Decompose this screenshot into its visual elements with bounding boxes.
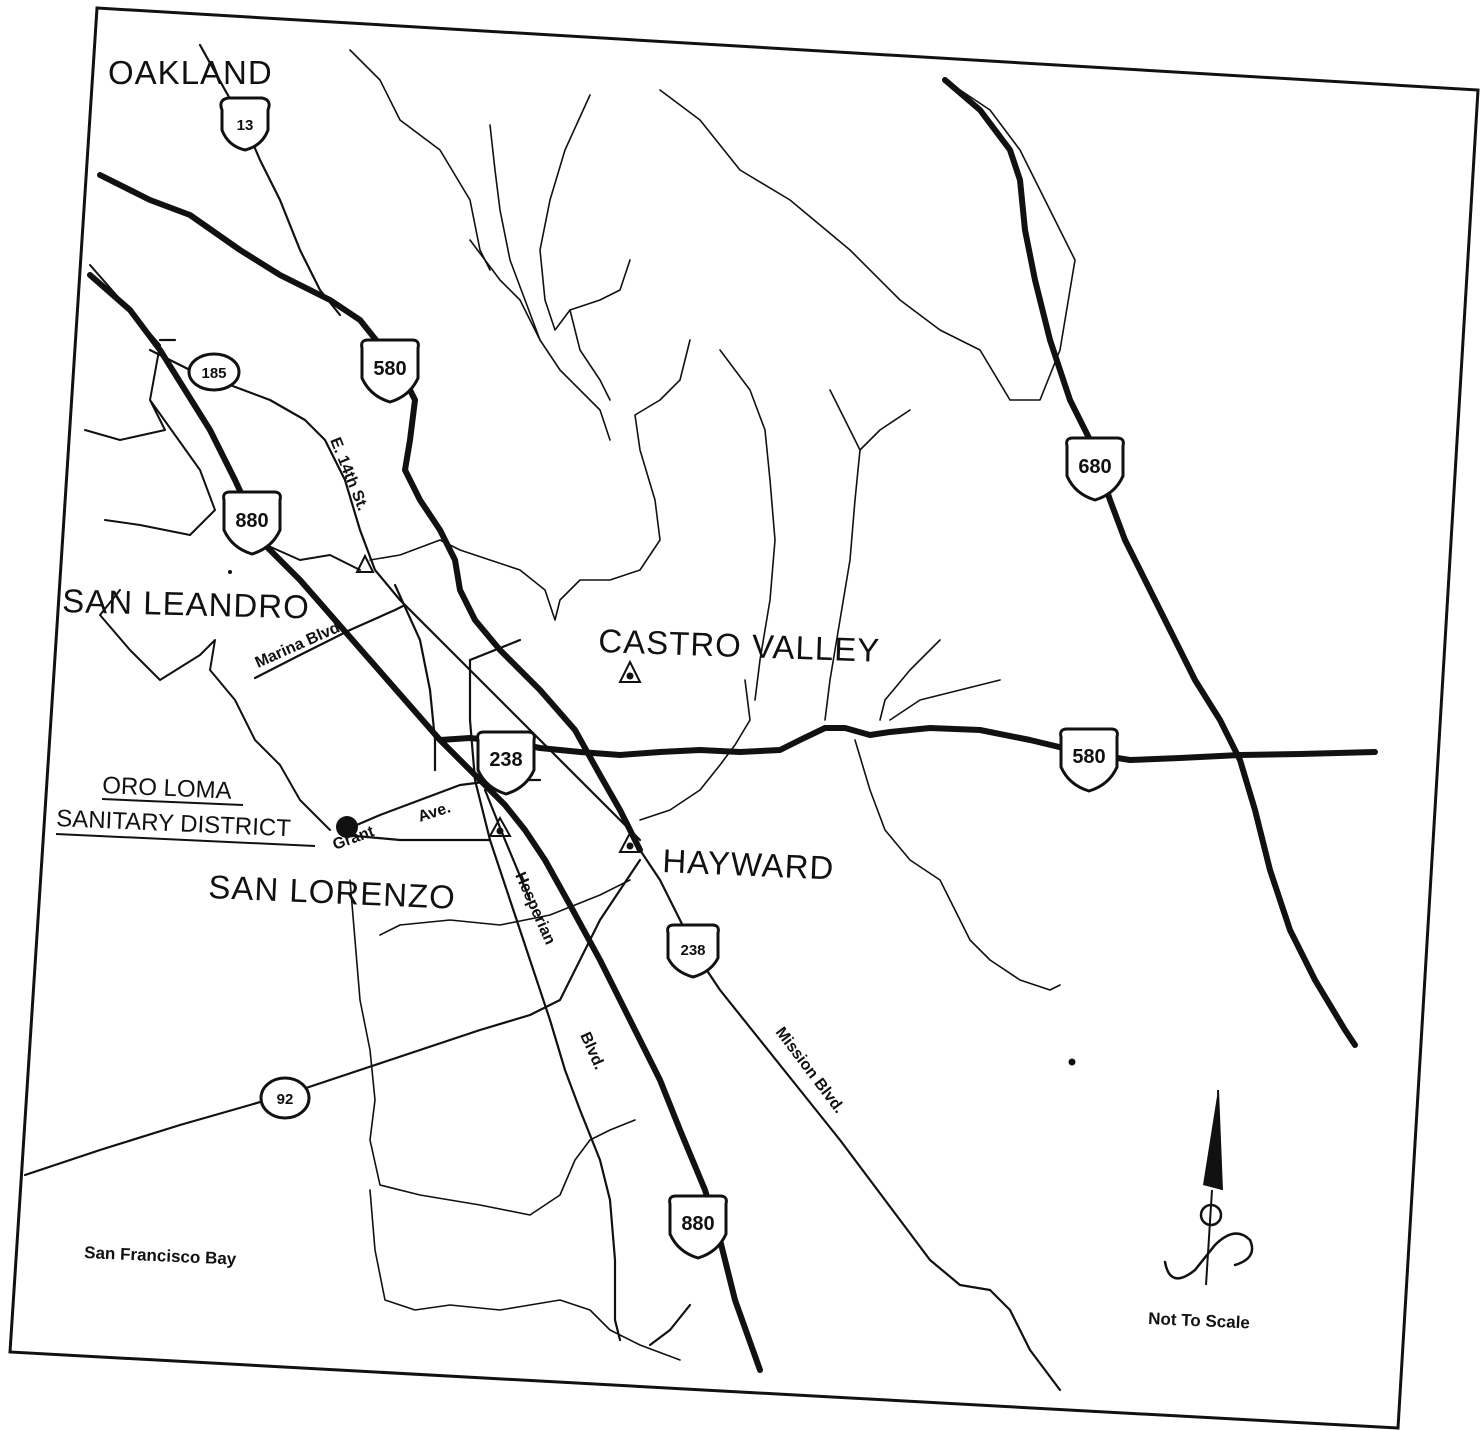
label-san-lorenzo: SAN LORENZO [208, 868, 457, 916]
triangle-marker-hayward [618, 830, 642, 853]
triangle-marker-e14th [355, 553, 375, 573]
label-hesperian: Hesperian [511, 870, 558, 948]
label-sanitary-district: SANITARY DISTRICT [56, 805, 292, 842]
svg-text:680: 680 [1078, 456, 1111, 478]
creek-lower-1 [349, 879, 636, 1216]
label-oakland: OAKLAND [108, 54, 273, 91]
creek-east-1 [879, 639, 1001, 721]
label-hesperian-blvd: Blvd. [576, 1030, 607, 1073]
creek-hayward-channel [379, 879, 631, 936]
creek-upper-5 [489, 124, 541, 341]
shield-13: 13 [219, 96, 271, 152]
svg-text:238: 238 [680, 942, 705, 959]
triangle-marker-castro-valley [618, 659, 642, 683]
shield-880-north: 880 [222, 490, 282, 556]
creek-lower-2 [369, 1189, 681, 1361]
road-marina-blvd [253, 603, 407, 680]
svg-text:185: 185 [201, 365, 226, 382]
svg-text:238: 238 [489, 749, 522, 771]
road-grant-south [343, 833, 492, 842]
freeway-580-north [97, 172, 643, 853]
label-marina-blvd: Marina Blvd. [253, 617, 347, 671]
road-hesperian [468, 658, 622, 1342]
shield-92: 92 [259, 1076, 311, 1120]
svg-text:580: 580 [1072, 746, 1105, 768]
label-san-francisco-bay: San Francisco Bay [84, 1243, 237, 1269]
svg-text:880: 880 [681, 1213, 714, 1235]
freeway-580-east [437, 725, 1378, 763]
triangle-marker-hesperian [488, 815, 512, 837]
label-e14th-st: E. 14th St. [326, 435, 371, 513]
creek-upper-3 [539, 94, 631, 331]
road-185-e14th [148, 348, 642, 842]
speck [1068, 1058, 1076, 1066]
label-hayward: HAYWARD [662, 842, 835, 886]
creek-north-ridge [659, 89, 1076, 401]
creek-crow-canyon [824, 389, 911, 721]
shield-185: 185 [187, 352, 241, 392]
label-san-leandro: SAN LEANDRO [62, 582, 310, 625]
svg-text:92: 92 [277, 1091, 294, 1108]
svg-text:880: 880 [235, 510, 268, 532]
road-hesperian-side [468, 638, 532, 902]
creek-east-south [854, 739, 1061, 991]
north-arrow-icon [1163, 1089, 1254, 1286]
underline-oro-loma [101, 798, 244, 806]
shoreline [84, 264, 331, 831]
freeway-680 [942, 77, 1358, 1048]
svg-text:580: 580 [373, 358, 406, 380]
shield-880-south: 880 [668, 1194, 728, 1260]
speck [228, 570, 232, 574]
road-lower-ramp [648, 1303, 692, 1347]
road-92 [23, 858, 642, 1177]
shield-238-north: 238 [476, 730, 536, 796]
map-frame [8, 6, 1480, 1430]
underline-sanitary-district [55, 833, 316, 847]
creek-middle [369, 339, 691, 621]
district-location-marker [336, 816, 358, 838]
label-ave: Ave. [416, 799, 453, 825]
shield-680: 680 [1065, 436, 1125, 502]
road-marina-ext [393, 583, 437, 772]
creek-palomares [719, 349, 776, 701]
san-leandro-creek-mouth [254, 539, 361, 571]
shield-580-north: 580 [360, 338, 420, 404]
creek-upper-4 [569, 309, 611, 401]
label-not-to-scale: Not To Scale [1148, 1309, 1250, 1332]
shield-238-south: 238 [666, 923, 720, 979]
svg-text:13: 13 [237, 117, 254, 134]
road-13 [198, 43, 342, 317]
creek-upper-1 [349, 49, 491, 271]
creek-san-lorenzo [639, 679, 751, 821]
shield-580-east: 580 [1059, 727, 1119, 793]
